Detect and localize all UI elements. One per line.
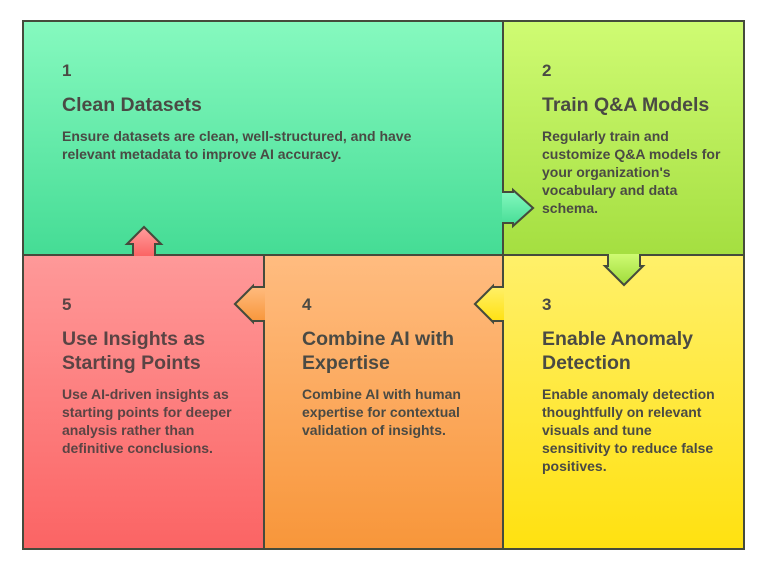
step-1-description: Ensure datasets are clean, well-structur… (62, 128, 412, 162)
step-3: 3 Enable Anomaly Detection Enable anomal… (542, 295, 722, 475)
step-4-number: 4 (302, 295, 312, 314)
arrow-5-to-1 (124, 225, 164, 256)
arrow-3-to-4 (473, 283, 504, 325)
arrow-1-to-2 (502, 187, 535, 229)
step-5-description: Use AI-driven insights as starting point… (62, 386, 232, 456)
step-1-number: 1 (62, 61, 72, 80)
step-1-title: Clean Datasets (62, 94, 202, 116)
arrow-4-to-5 (233, 283, 265, 325)
step-3-number: 3 (542, 295, 552, 314)
step-5-title: Use Insights as Starting Points (62, 328, 206, 374)
step-1: 1 Clean Datasets Ensure datasets are cle… (62, 61, 462, 163)
arrow-2-to-3 (602, 254, 646, 287)
step-4-description: Combine AI with human expertise for cont… (302, 386, 461, 438)
step-5-number: 5 (62, 295, 72, 314)
step-2-title: Train Q&A Models (542, 94, 710, 116)
step-3-title: Enable Anomaly Detection (542, 328, 693, 374)
step-4: 4 Combine AI with Expertise Combine AI w… (302, 295, 477, 439)
diagram-frame (22, 20, 745, 550)
step-3-description: Enable anomaly detection thoughtfully on… (542, 386, 715, 474)
step-4-title: Combine AI with Expertise (302, 328, 455, 374)
step-5: 5 Use Insights as Starting Points Use AI… (62, 295, 232, 457)
step-2-description: Regularly train and customize Q&A models… (542, 128, 721, 216)
step-2: 2 Train Q&A Models Regularly train and c… (542, 61, 722, 217)
step-2-number: 2 (542, 61, 552, 80)
